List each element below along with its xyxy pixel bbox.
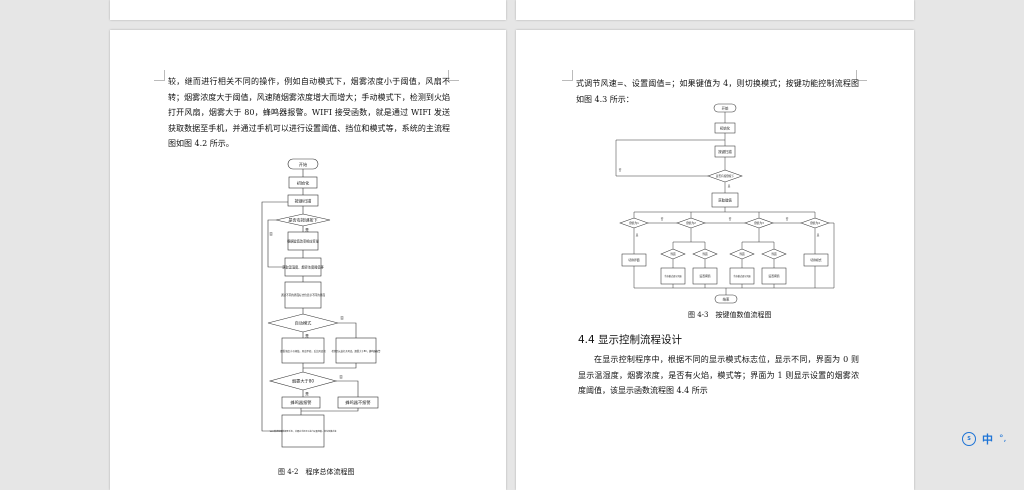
flow-alarm-off: 蜂鸣器不报警 bbox=[345, 399, 371, 406]
flow-interface: 界面 bbox=[771, 252, 777, 256]
flow-smoke-check: 烟雾大于80 bbox=[292, 378, 314, 385]
flow-label-no: 否 bbox=[269, 232, 273, 236]
figure-caption: 图 4-3 按键值数值流程图 bbox=[688, 311, 772, 319]
flow-key-pressed: 是否有按键按下 bbox=[716, 174, 735, 178]
flow-interface: 界面 bbox=[739, 252, 745, 256]
flow-auto-mode: 自动模式 bbox=[295, 320, 313, 327]
flow-label-no: 否 bbox=[340, 316, 344, 320]
body-paragraph: 较，继而进行相关不同的操作，例如自动模式下，烟雾浓度小于阈值，风扇不转；烟雾浓度… bbox=[168, 77, 450, 149]
flow-label-yes: 是 bbox=[305, 333, 309, 338]
flow-switch-ui: 切换界面 bbox=[628, 258, 639, 262]
previous-page-left bbox=[110, 0, 506, 20]
ime-punctuation-icon[interactable]: °, bbox=[999, 434, 1007, 444]
flow-start: 开始 bbox=[299, 161, 308, 168]
flowchart-program-overall: 开始 初始化 按键扫描 是否有按键按下 根据键值改变相应变量 获取温湿度、烟雾浓… bbox=[261, 158, 382, 448]
flow-wind-speed: 手动模式调节风速 bbox=[733, 274, 751, 278]
figure-caption: 图 4-2 程序总体流程图 bbox=[278, 468, 355, 476]
flow-label-yes: 是 bbox=[305, 227, 309, 232]
flow-auto-action: 烟雾浓度小于阈值，风扇不转，反比风扇转 bbox=[280, 349, 326, 353]
flow-key-pressed: 是否有按键按下 bbox=[288, 217, 317, 224]
flow-label-no: 否 bbox=[339, 375, 343, 379]
flow-read-sensor: 获取温湿度、烟雾浓度阈值等 bbox=[282, 265, 324, 270]
flow-label-yes: 是 bbox=[305, 391, 309, 396]
flow-display: 通过不同的界面标志位显示不同的界面 bbox=[281, 293, 326, 297]
flow-interface: 界面 bbox=[670, 252, 676, 256]
flow-set-threshold: 设置阈值 bbox=[699, 274, 710, 278]
flow-get-key: 获取键值 bbox=[718, 198, 732, 203]
flow-key2: 键值为2 bbox=[686, 221, 696, 225]
flow-label-no: 否 bbox=[729, 217, 732, 221]
flow-init: 初始化 bbox=[720, 126, 731, 131]
flow-label-yes: 是 bbox=[636, 233, 639, 237]
flow-wind-speed: 手动模式调节风速 bbox=[664, 274, 682, 278]
flow-switch-mode: 切换模式 bbox=[810, 258, 821, 262]
flow-key-process: 根据键值改变相应变量 bbox=[287, 239, 320, 244]
flow-start: 开始 bbox=[722, 106, 729, 111]
flow-interface: 界面 bbox=[702, 252, 708, 256]
flow-manual-action: 检测到火焰打开风扇，烟雾大于80，蜂鸣器报警 bbox=[332, 349, 382, 353]
crop-mark bbox=[154, 70, 165, 81]
ime-toolbar[interactable]: S 中 °, bbox=[962, 428, 1024, 450]
flow-key-scan: 按键扫描 bbox=[295, 198, 312, 205]
sogou-ime-icon[interactable]: S bbox=[962, 432, 976, 446]
flow-key4: 键值为4 bbox=[810, 221, 820, 225]
body-paragraph-bottom: 在显示控制程序中，根据不同的显示模式标志位，显示不同，界面为 0 则显示温湿度，… bbox=[578, 355, 859, 396]
flow-label-no: 否 bbox=[619, 168, 622, 172]
document-page-left: 较，继而进行相关不同的操作，例如自动模式下，烟雾浓度小于阈值，风扇不转；烟雾浓度… bbox=[110, 30, 506, 490]
flow-init: 初始化 bbox=[297, 180, 310, 187]
flow-key1: 键值为1 bbox=[629, 221, 639, 225]
flow-set-threshold: 设置阈值 bbox=[768, 274, 779, 278]
previous-page-right bbox=[516, 0, 914, 20]
crop-mark bbox=[448, 70, 459, 81]
flow-label-yes: 是 bbox=[817, 233, 820, 237]
flowchart-key-value: 开始 初始化 按键扫描 是否有按键按下 获取键值 键值为1 键值为2 键值为3 … bbox=[615, 103, 835, 304]
flow-wifi: WIFI发送获取数据至手机，并通过手机可以进行设置阈值、挡位和模式等 bbox=[270, 429, 337, 433]
flow-end: 结束 bbox=[723, 297, 730, 302]
crop-mark bbox=[856, 70, 867, 81]
flow-key3: 键值为3 bbox=[754, 221, 764, 225]
ime-language-toggle[interactable]: 中 bbox=[982, 433, 993, 446]
flow-key-scan: 按键扫描 bbox=[718, 149, 732, 154]
flow-alarm-on: 蜂鸣器报警 bbox=[291, 399, 313, 406]
section-heading: 4.4 显示控制流程设计 bbox=[578, 334, 683, 346]
crop-mark bbox=[562, 70, 573, 81]
flow-label-no: 否 bbox=[786, 217, 789, 221]
body-paragraph-top: 式调节风速=、设置阈值=；如果键值为 4，则切换模式；按键功能控制流程图如图 4… bbox=[576, 79, 859, 104]
flow-label-yes: 是 bbox=[728, 184, 731, 188]
flow-label-no: 否 bbox=[661, 217, 664, 221]
document-page-right: 式调节风速=、设置阈值=；如果键值为 4，则切换模式；按键功能控制流程图如图 4… bbox=[516, 30, 914, 490]
